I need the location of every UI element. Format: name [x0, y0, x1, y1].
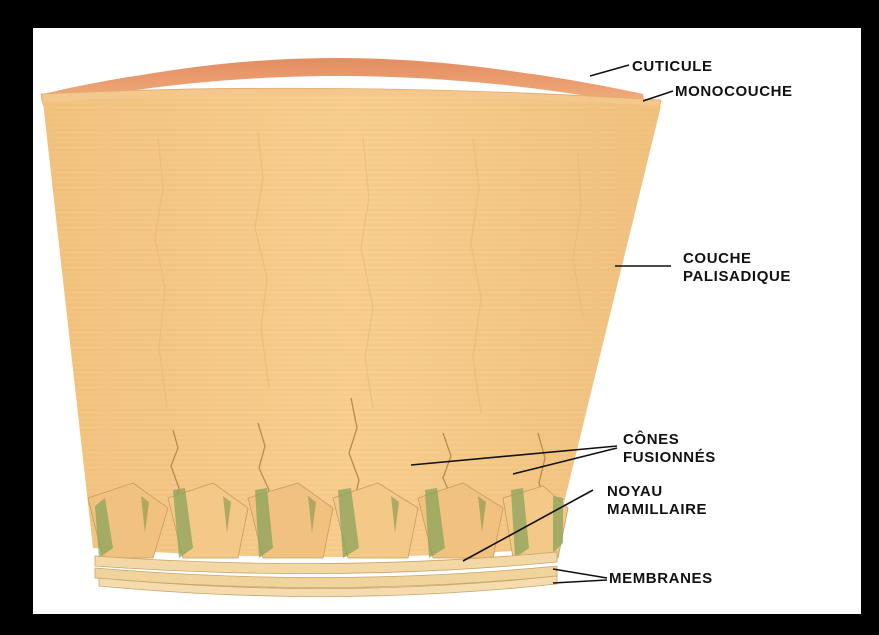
label-mammillary-core: NOYAU MAMILLAIRE	[607, 483, 707, 519]
figure-frame: CUTICULE MONOCOUCHE COUCHE PALISADIQUE C…	[33, 28, 861, 614]
label-cuticle: CUTICULE	[632, 58, 713, 76]
leader-cuticle	[590, 65, 629, 76]
label-fused-cones: CÔNES FUSIONNÉS	[623, 431, 716, 467]
eggshell-cross-section-illustration	[33, 28, 861, 614]
leader-membranes-b	[553, 580, 607, 583]
leader-membranes-a	[553, 569, 607, 578]
label-membranes: MEMBRANES	[609, 570, 713, 588]
label-palisade-layer: COUCHE PALISADIQUE	[683, 250, 791, 286]
label-monolayer: MONOCOUCHE	[675, 83, 793, 101]
